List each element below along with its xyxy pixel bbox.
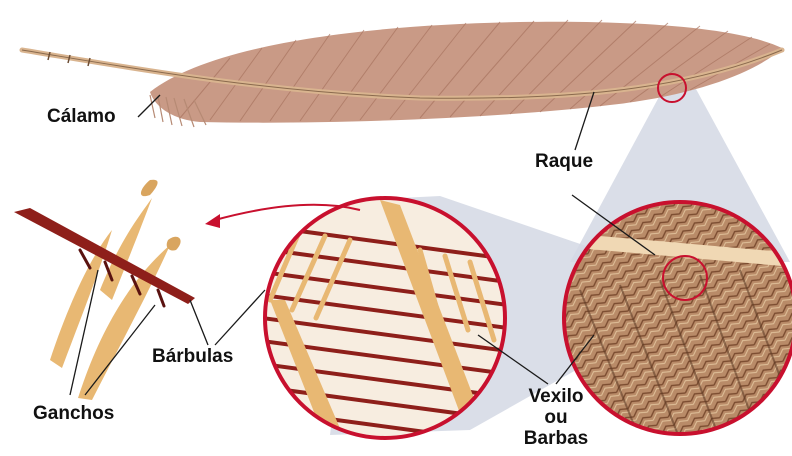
label-raque: Raque [535, 151, 593, 172]
label-ganchos: Ganchos [33, 403, 114, 424]
label-vexilo-line-2: ou [508, 407, 604, 428]
label-vexilo-line-3: Barbas [508, 428, 604, 449]
label-calamo: Cálamo [47, 106, 116, 127]
label-barbulas: Bárbulas [152, 346, 233, 367]
label-vexilo-ou-barbas: Vexilo ou Barbas [508, 386, 604, 449]
label-vexilo-line-1: Vexilo [508, 386, 604, 407]
